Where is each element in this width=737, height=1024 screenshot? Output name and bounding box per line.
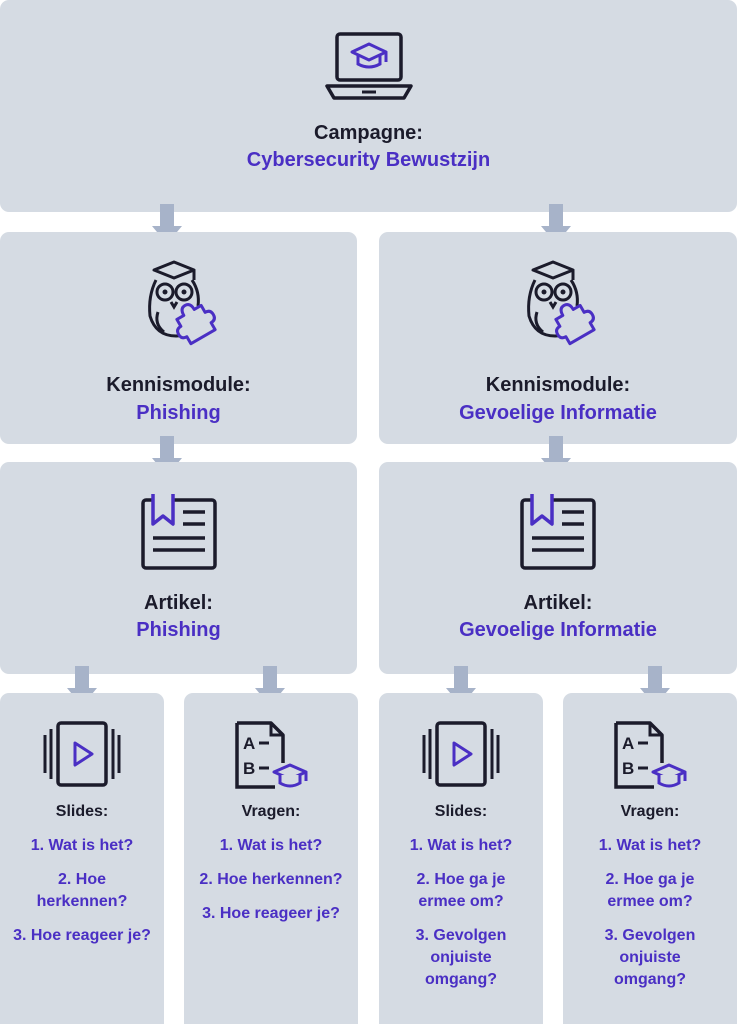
slides-box: Slides: 1. Wat is het? 2. Hoe ga je erme… xyxy=(379,693,543,1024)
owl-puzzle-icon xyxy=(134,256,224,346)
slides-play-icon xyxy=(42,721,122,787)
list-item: 3. Gevolgen onjuiste omgang? xyxy=(415,927,507,988)
questions-label: Vragen: xyxy=(241,803,301,820)
article-bookmark-icon xyxy=(139,494,219,574)
module-box: Kennismodule: Phishing xyxy=(0,232,357,444)
list-item: 1. Wat is het? xyxy=(409,837,513,854)
article-value: Phishing xyxy=(136,619,221,641)
campaign-box: Campagne: Cybersecurity Bewustzijn xyxy=(0,0,737,212)
laptop-graduation-icon xyxy=(324,28,414,108)
slides-label: Slides: xyxy=(434,803,488,820)
svg-text:B: B xyxy=(622,759,634,778)
slides-label: Slides: xyxy=(55,803,109,820)
quiz-ab-icon: A B xyxy=(610,719,690,795)
list-item: 1. Wat is het? xyxy=(30,837,134,854)
list-item: 1. Wat is het? xyxy=(598,837,702,854)
article-box: Artikel: Phishing xyxy=(0,462,357,674)
quiz-ab-icon: A B xyxy=(231,719,311,795)
list-item: 3. Gevolgen onjuiste omgang? xyxy=(604,927,696,988)
questions-box: A B Vragen: 1. Wat is het? 2. Hoe ga je … xyxy=(563,693,737,1024)
svg-text:A: A xyxy=(622,734,634,753)
svg-text:A: A xyxy=(243,734,255,753)
module-value: Gevoelige Informatie xyxy=(459,402,657,424)
list-item: 3. Hoe reageer je? xyxy=(13,927,151,944)
list-item: 2. Hoe ga je ermee om? xyxy=(605,871,695,910)
questions-box: A B Vragen: 1. Wat is het? 2. Hoe herken… xyxy=(184,693,358,1024)
module-box: Kennismodule: Gevoelige Informatie xyxy=(379,232,737,444)
module-value: Phishing xyxy=(136,402,221,424)
article-label: Artikel: xyxy=(144,592,213,614)
module-label: Kennismodule: xyxy=(485,374,631,396)
article-value: Gevoelige Informatie xyxy=(459,619,657,641)
article-label: Artikel: xyxy=(523,592,593,614)
slides-box: Slides: 1. Wat is het? 2. Hoe herkennen?… xyxy=(0,693,164,1024)
list-item: 2. Hoe herkennen? xyxy=(199,871,343,888)
list-item: 3. Hoe reageer je? xyxy=(202,905,340,922)
svg-text:B: B xyxy=(243,759,255,778)
questions-label: Vragen: xyxy=(620,803,680,820)
list-item: 1. Wat is het? xyxy=(219,837,323,854)
module-label: Kennismodule: xyxy=(106,374,251,396)
slides-play-icon xyxy=(421,721,501,787)
article-box: Artikel: Gevoelige Informatie xyxy=(379,462,737,674)
owl-puzzle-icon xyxy=(513,256,603,346)
campaign-label: Campagne: xyxy=(314,122,423,144)
article-bookmark-icon xyxy=(518,494,598,574)
list-item: 2. Hoe ga je ermee om? xyxy=(416,871,506,910)
campaign-value: Cybersecurity Bewustzijn xyxy=(246,149,491,171)
list-item: 2. Hoe herkennen? xyxy=(36,871,128,910)
